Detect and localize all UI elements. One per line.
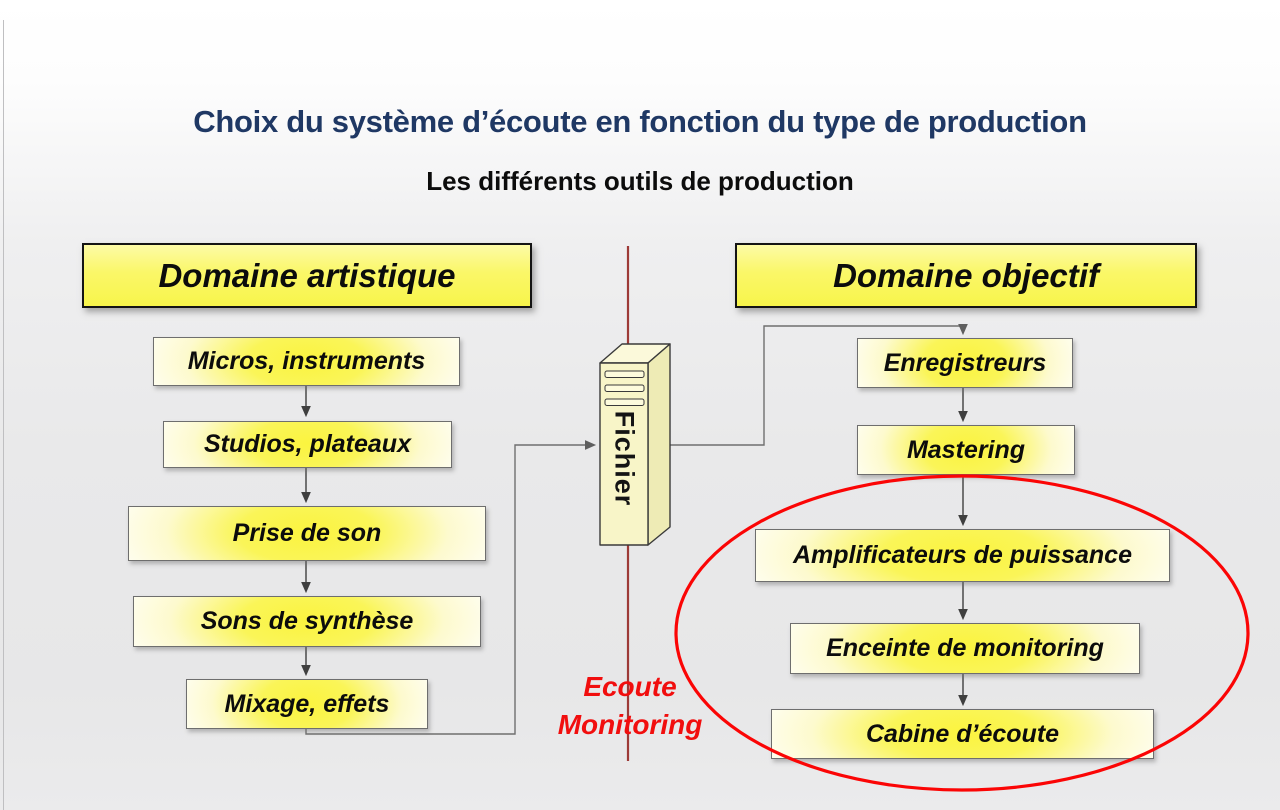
page-title: Choix du système d’écoute en fonction du…: [193, 104, 1087, 139]
file-label: Fichier: [609, 410, 640, 506]
flow-box-cabine-ecoute: Cabine d’écoute: [771, 709, 1154, 759]
flow-box-mastering: Mastering: [857, 425, 1075, 475]
flow-box-studios-plateaux: Studios, plateaux: [163, 421, 452, 468]
monitoring-label-line1: Ecoute: [583, 671, 677, 702]
file-connector-right: [670, 323, 968, 446]
flow-box-enceinte-monitoring: Enceinte de monitoring: [790, 623, 1140, 674]
flow-box-sons-de-synthese: Sons de synthèse: [133, 596, 481, 647]
page-subtitle: Les différents outils de production: [426, 166, 854, 196]
file-label-container: Fichier: [600, 372, 648, 544]
flow-box-mixage-effets: Mixage, effets: [186, 679, 428, 729]
flow-box-enregistreurs: Enregistreurs: [857, 338, 1073, 388]
flow-box-amplificateurs: Amplificateurs de puissance: [755, 529, 1170, 582]
flow-box-prise-de-son: Prise de son: [128, 506, 486, 561]
flow-box-micros-instruments: Micros, instruments: [153, 337, 460, 386]
monitoring-label-line2: Monitoring: [557, 709, 703, 740]
monitoring-label: Ecoute Monitoring: [525, 668, 735, 744]
slide-edge-line: [3, 20, 4, 810]
domain-objectif-header: Domaine objectif: [735, 243, 1197, 308]
domain-artistique-header: Domaine artistique: [82, 243, 532, 308]
file-connector-left: [305, 440, 597, 735]
